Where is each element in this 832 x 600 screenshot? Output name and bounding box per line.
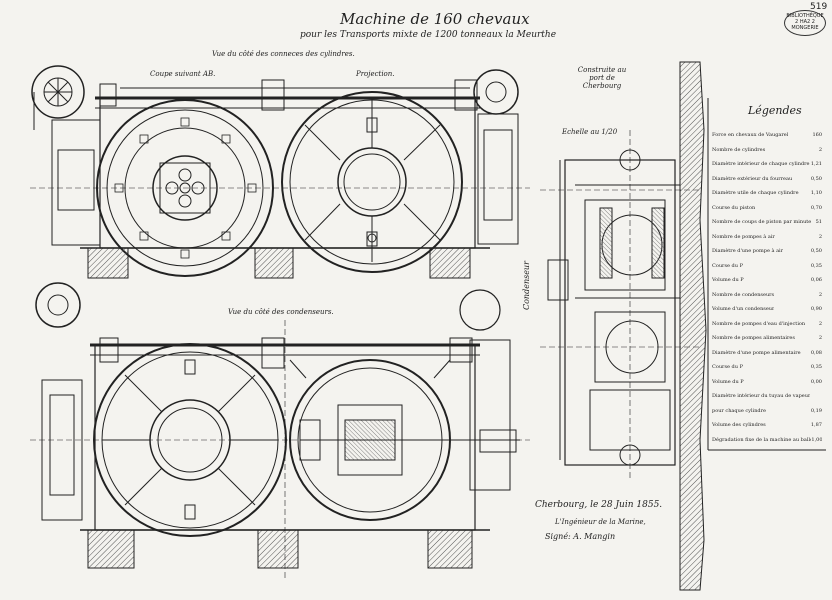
legend-row-label: Nombre de cylindres	[712, 146, 766, 153]
legend-row-label: Diamètre intérieur du tuyau de vapeur	[712, 393, 811, 399]
legend-row: Course du piston 0,70	[712, 205, 822, 211]
label-scale: Echelle au 1/20	[562, 128, 618, 136]
legend-row-label: Course du P	[712, 262, 743, 269]
legend-row-value: 0,19	[810, 407, 822, 414]
legend-row: Course du P 0,35	[712, 364, 822, 370]
legend-row-label: Nombre de pompes alimentaires	[712, 335, 795, 341]
legend-row-label: Volume du P	[712, 277, 744, 283]
stamp-line-3: MONGERIE	[791, 25, 819, 31]
legend-row: Diamètre extérieur du fourreau 0,50	[712, 176, 822, 182]
legend-row-value: 0,08	[810, 349, 822, 356]
library-stamp: BIBLIOTHÈQUE 2 HA2 2 MONGERIE	[784, 10, 826, 36]
legend-row: Nombre de pompes à air 2	[712, 234, 822, 240]
legend-row: pour chaque cylindre 0,19	[712, 408, 822, 414]
legend-row-value: 0,50	[810, 248, 822, 254]
label-top-view: Vue du côté des conneces des cylindres.	[212, 50, 355, 58]
legend-row: Volume du P 0,00	[712, 379, 822, 385]
legend-row-value: 1,87	[810, 422, 822, 428]
legend-row-value: 1,21	[810, 161, 822, 167]
signature-place-date: Cherbourg, le 28 Juin 1855.	[535, 500, 663, 510]
legend-row-label: Volume d'un condenseur	[712, 306, 775, 312]
legend-row-label: Diamètre utile de chaque cylindre	[712, 190, 799, 196]
legend-row: Force en chevaux de Vaugarel 160	[712, 132, 822, 138]
legend-row: Volume des cylindres 1,87	[712, 422, 822, 428]
legend-row-value: 0,00	[810, 378, 822, 385]
signature-signed: Signé: A. Mangin	[545, 532, 616, 541]
legend-row-label: Volume des cylindres	[712, 422, 766, 428]
drawing-subtitle: pour les Transports mixte de 1200 tonnea…	[300, 30, 557, 40]
side-view	[540, 61, 707, 591]
legend-row-value: 2	[818, 233, 822, 240]
legend-row-value: 2	[818, 320, 822, 327]
label-bottom-view: Vue du côté des condenseurs.	[228, 308, 334, 316]
stamp-line-1: BIBLIOTHÈQUE	[786, 13, 824, 19]
legend-row-value: 0,70	[810, 204, 822, 211]
legend-row-label: Dégradation fixe de la machine au ballon	[712, 436, 812, 443]
legend-row-value: 0,35	[810, 364, 822, 370]
legend-title: Légendes	[748, 104, 802, 117]
legend-row: Volume du P 0,06	[712, 277, 822, 283]
legend-row: Nombre de cylindres 2	[712, 147, 822, 153]
legend-row-value: 2	[818, 146, 822, 153]
legend-row: Diamètre d'une pompe alimentaire 0,08	[712, 350, 822, 356]
legend-row: Nombre de pompes alimentaires 2	[712, 335, 822, 341]
legend-row: Course du P 0,35	[712, 263, 822, 269]
legend-row: Diamètre d'une pompe à air 0,50	[712, 248, 822, 254]
legend-row-value: 0,90	[810, 306, 822, 312]
legend-row: Nombre de pompes d'eau d'injection 2	[712, 321, 822, 327]
drawing-title: Machine de 160 chevaux	[340, 10, 530, 28]
label-projection: Projection.	[356, 70, 395, 78]
legend-row-label: Diamètre intérieur de chaque cylindre	[712, 161, 810, 167]
label-section-ab: Coupe suivant AB.	[150, 70, 216, 78]
legend-row-label: Diamètre d'une pompe alimentaire	[712, 349, 801, 356]
legend-row-label: Volume du P	[712, 378, 744, 385]
page-number: 519	[810, 2, 828, 12]
legend-row-value: 51	[815, 219, 822, 225]
legend-row-value: 160	[812, 132, 822, 138]
legend-row-label: Course du P	[712, 364, 743, 370]
legend-row-value: 2	[818, 335, 822, 341]
legend-row: Diamètre utile de chaque cylindre 1,10	[712, 190, 822, 196]
legend-row-value: 0,06	[810, 277, 822, 283]
stamp-line-2: 2 HA2 2	[795, 19, 815, 25]
legend-row-value: 0,50	[810, 175, 822, 182]
legend-row-label: Nombre de condenseurs	[712, 291, 775, 298]
signature-role: L'Ingénieur de la Marine,	[555, 518, 646, 526]
legend-box	[707, 98, 826, 451]
top-view	[30, 65, 530, 279]
legend-row: Dégradation fixe de la machine au ballon…	[712, 437, 822, 443]
legend-row: Diamètre intérieur du tuyau de vapeur	[712, 393, 822, 399]
legend-row-label: Diamètre extérieur du fourreau	[712, 175, 793, 182]
legend-row-label: Course du piston	[712, 204, 756, 211]
legend-row-label: Diamètre d'une pompe à air	[712, 248, 784, 254]
legend-row: Nombre de condenseurs 2	[712, 292, 822, 298]
bottom-view	[30, 282, 530, 580]
legend-row-value: 1,00	[811, 436, 822, 443]
legend-row-label: pour chaque cylindre	[712, 407, 766, 414]
legend-row-value: 1,10	[810, 190, 822, 196]
legend-row-value: 2	[818, 291, 822, 298]
legend-row-label: Nombre de coups de piston par minute	[712, 219, 812, 225]
legend-row: Volume d'un condenseur 0,90	[712, 306, 822, 312]
legend-row-value: 0,35	[810, 262, 822, 269]
legend-row-label: Force en chevaux de Vaugarel	[712, 132, 789, 138]
legend-row-label: Nombre de pompes à air	[712, 233, 775, 240]
label-built-at: Construite au port de Cherbourg	[577, 66, 627, 90]
label-condenseur: Condenseur	[522, 261, 531, 310]
legend-row-label: Nombre de pompes d'eau d'injection	[712, 320, 806, 327]
